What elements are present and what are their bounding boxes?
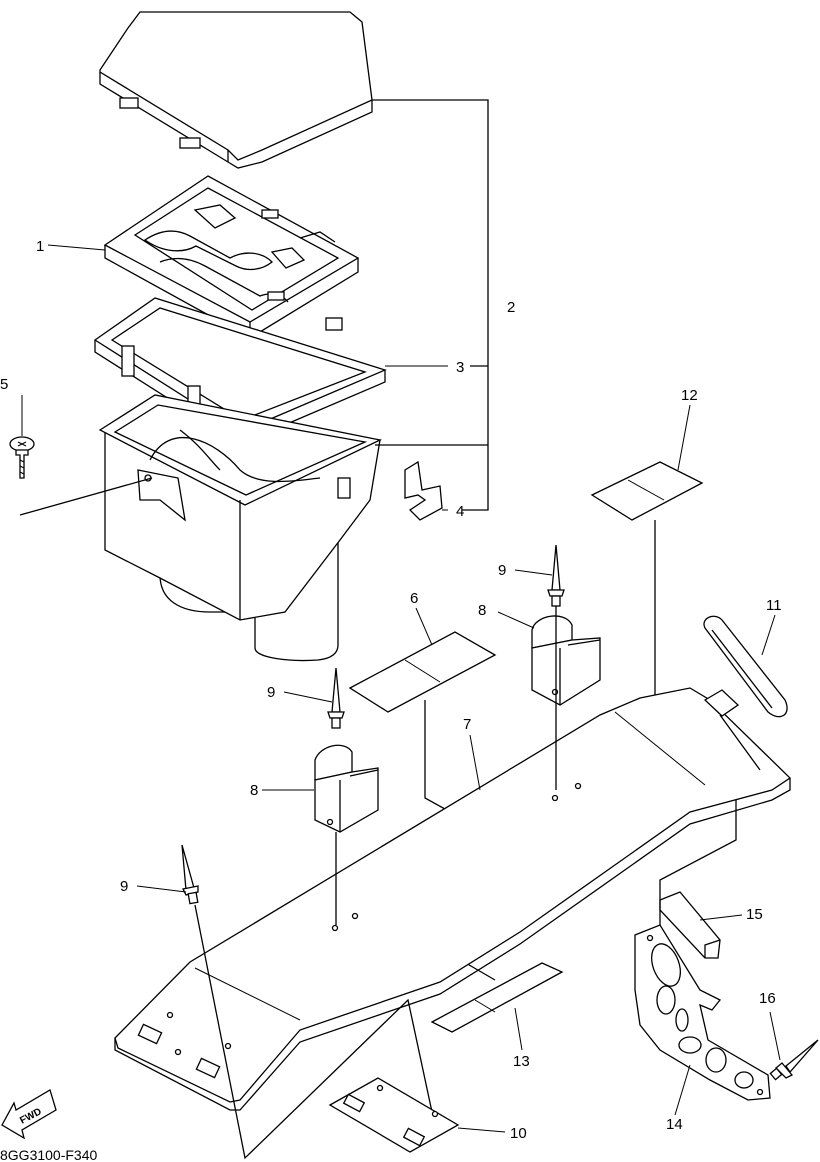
rivet-16 <box>769 1039 819 1081</box>
base-plate <box>114 687 792 1111</box>
callout-3: 3 <box>456 359 464 376</box>
callout-4: 4 <box>456 503 464 520</box>
small-plate-10 <box>328 1077 460 1153</box>
tool-tray <box>103 175 360 340</box>
callout-5: 5 <box>0 376 8 393</box>
callout-8-left: 8 <box>250 782 258 799</box>
callout-6: 6 <box>410 590 418 607</box>
callout-13: 13 <box>513 1053 530 1070</box>
callout-16: 16 <box>759 990 776 1007</box>
callout-8-right: 8 <box>478 602 486 619</box>
rivet-9-right <box>547 544 565 790</box>
callout-9-left: 9 <box>267 684 275 701</box>
guard-plate-14 <box>634 800 771 1101</box>
leader-lines <box>21 244 781 1133</box>
drawing-code: 8GG3100-F340 <box>0 1147 97 1162</box>
callout-15: 15 <box>746 906 763 923</box>
callout-10: 10 <box>510 1125 527 1142</box>
callout-11: 11 <box>766 597 782 614</box>
bracket-8-right <box>531 615 601 706</box>
callout-12: 12 <box>681 387 698 404</box>
rivet-9-bottom <box>181 844 433 1160</box>
fwd-arrow-icon: FWD <box>1 1089 57 1140</box>
pad-12 <box>590 461 704 705</box>
bracket-8-left <box>314 744 379 833</box>
rubber-strip-11 <box>703 615 788 718</box>
callout-2: 2 <box>507 299 515 316</box>
callout-7: 7 <box>463 716 471 733</box>
storage-case <box>98 394 383 662</box>
storage-lid <box>99 11 373 169</box>
callout-14: 14 <box>666 1116 683 1133</box>
clip <box>404 460 443 521</box>
screw <box>9 436 35 479</box>
screw-leader <box>19 477 153 516</box>
assembly-bracket <box>372 99 489 511</box>
callout-1: 1 <box>36 238 44 255</box>
callout-9-bottom: 9 <box>120 878 128 895</box>
callout-9-right: 9 <box>498 562 506 579</box>
rivet-9-left <box>327 667 345 925</box>
